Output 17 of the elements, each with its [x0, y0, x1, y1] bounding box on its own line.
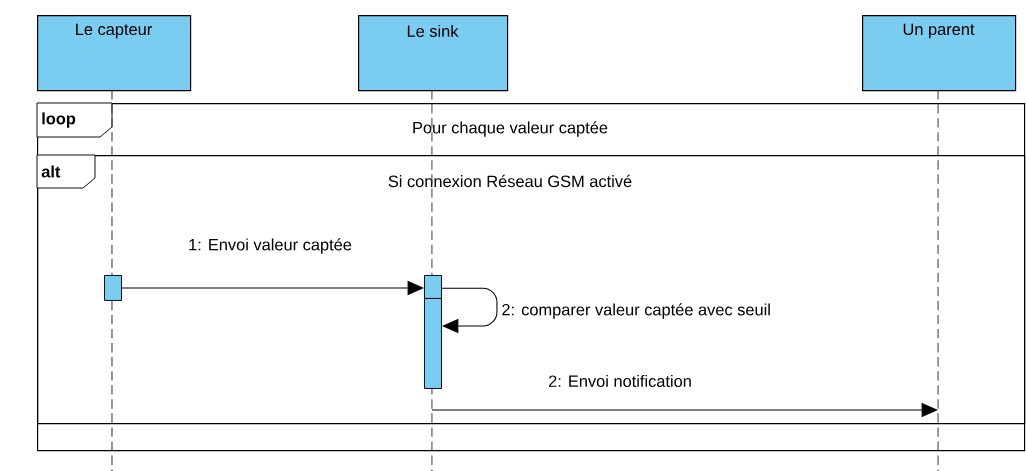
message-label: 2: comparer valeur captée avec seuil — [500, 302, 773, 320]
activation-bar — [424, 275, 442, 299]
guard-text: Pour chaque valeur captée — [413, 121, 608, 137]
message-label: 1: Envoi valeur captée — [186, 237, 354, 255]
activation-bar — [104, 275, 122, 301]
combined-fragment-frame — [36, 154, 1026, 425]
guard-text: Si connexion Réseau GSM activé — [388, 174, 632, 188]
participant-box: Le capteur — [37, 15, 192, 92]
lifeline — [937, 89, 939, 471]
message-label: 2: Envoi notification — [546, 373, 694, 389]
message-arrow — [441, 287, 498, 334]
lifeline — [111, 89, 113, 471]
participant-box: Le sink — [358, 15, 509, 92]
fragment-tag: loop — [36, 102, 113, 138]
participant-box: Un parent — [862, 15, 1017, 92]
fragment-tag: alt — [36, 154, 96, 189]
combined-fragment-frame — [36, 102, 1026, 452]
